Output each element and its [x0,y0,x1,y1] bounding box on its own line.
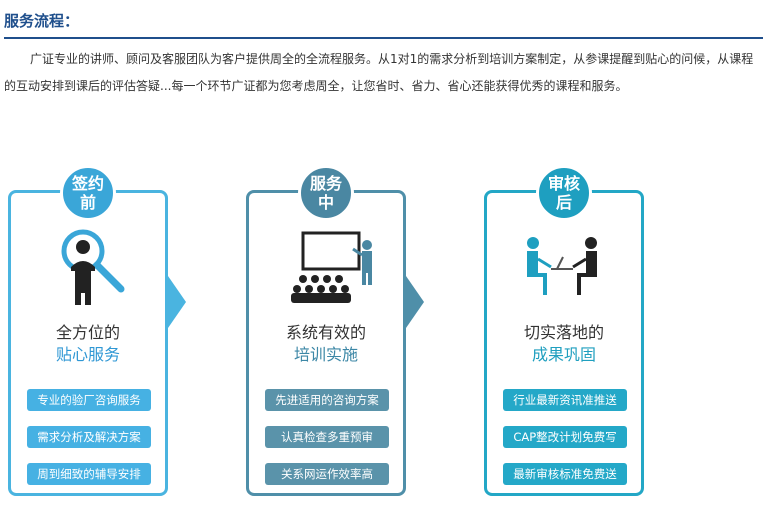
title-divider [4,37,763,39]
stage-service-item: 认真检查多重预审 [265,426,389,448]
trainer-audience-icon [291,231,372,303]
stage-subheadline: 贴心服务 [55,345,120,364]
stage-subheadline: 成果巩固 [531,345,596,364]
stage-service-item: 专业的验厂咨询服务 [27,389,151,411]
magnifier-person-icon [61,229,125,305]
intro-paragraph: 广证专业的讲师、顾问及客服团队为客户提供周全的全流程服务。从1对1的需求分析到培… [4,52,754,93]
stage-subheadline: 培训实施 [293,345,358,364]
stage-badge: 签约前 [60,165,116,221]
stage-headline: 切实落地的 [523,323,604,342]
stage-service-item: 周到细致的辅导安排 [27,463,151,485]
stage-service-item: 行业最新资讯准推送 [503,389,627,411]
consultation-desk-icon [527,237,597,295]
stage-card-pre-contract: 签约前 全方位的 贴心服务 专业的验厂咨询服务 需求分析及解决方案 周到细致的辅… [8,165,168,496]
flow-arrow-icon [168,276,186,328]
stage-service-item: 关系网运作效率高 [265,463,389,485]
stage-service-item: 先进适用的咨询方案 [265,389,389,411]
stage-card-in-service: 服务中 系统有效的 培训实施 先进适用的咨询方案 认真检查多重预审 关系网运作效… [246,165,406,496]
stage-service-item: CAP整改计划免费写 [503,426,627,448]
stage-badge: 审核后 [536,165,592,221]
flow-arrow-icon [406,276,424,328]
stage-badge: 服务中 [298,165,354,221]
stage-headline: 全方位的 [55,323,120,342]
stage-headline: 系统有效的 [285,323,366,342]
stage-service-item: 需求分析及解决方案 [27,426,151,448]
stage-card-post-audit: 审核后 切实落地的 成果巩固 行业最新资讯准推送 CAP整改计划免费写 最新审核… [484,165,644,496]
section-title: 服务流程： [4,12,80,30]
stage-service-item: 最新审核标准免费送 [503,463,627,485]
